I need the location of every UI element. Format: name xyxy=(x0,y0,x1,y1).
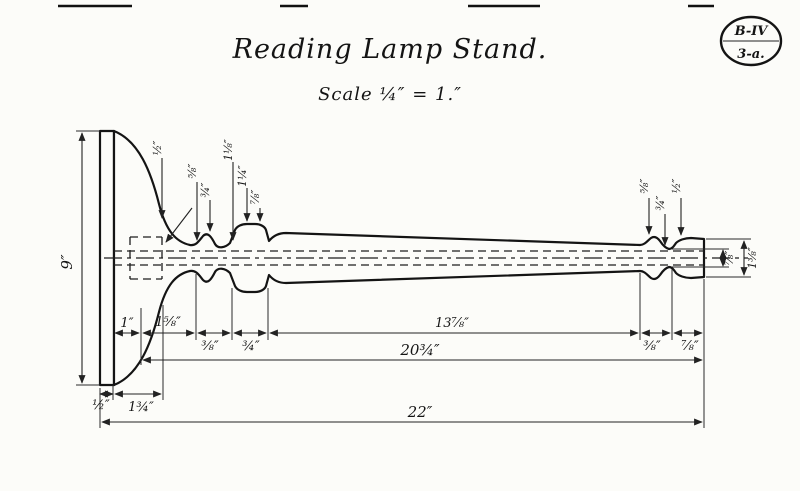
dim-chain-3: ¾″ xyxy=(242,339,260,354)
dim-chain-2: ⅜″ xyxy=(201,339,219,354)
dim-base-curve: 1¾″ xyxy=(128,400,154,415)
drawing-title: Reading Lamp Stand. xyxy=(232,34,548,65)
dim-overall-length: 22″ xyxy=(407,403,433,421)
hidden-lines xyxy=(104,207,748,280)
leader-line xyxy=(165,207,193,243)
title-block: B-IV 3-a. xyxy=(719,15,783,67)
dim-top-diameter-2: ¾″ xyxy=(199,182,212,198)
dim-top-diameter-4: 1¼″ xyxy=(236,164,249,187)
dim-top-diameter-5: ⅞″ xyxy=(249,189,262,205)
sheet-code-top: B-IV xyxy=(734,24,770,39)
dim-base-diameter: 9″ xyxy=(58,254,76,270)
dim-chain-1: 1⅝″ xyxy=(155,315,181,330)
dim-top-diameter-3: 1⅛″ xyxy=(222,138,235,161)
dim-top-diameter-0: ½″ xyxy=(151,140,164,156)
dim-right-diameter-0: ⅞″ xyxy=(723,250,736,266)
sheet-code-circle xyxy=(719,15,783,67)
sheet-code-bottom: 3-a. xyxy=(737,47,764,62)
dim-chain-0: 1″ xyxy=(120,316,133,331)
dim-length-to-cap: 20¾″ xyxy=(399,341,440,359)
dim-chain-5: ⅜″ xyxy=(643,339,661,354)
dim-chain-6: ⅞″ xyxy=(681,339,699,354)
dim-end-diameter-1: ¾″ xyxy=(654,195,667,211)
dim-base-thickness: ½″ xyxy=(92,398,110,413)
dim-end-diameter-2: ½″ xyxy=(670,178,683,194)
dimension-labels: 9″ ½″ ⅝″ ¾″ 1⅛″ 1¼″ ⅞″ ⅝″ ¾″ ½″ ⅞″ 1⅜″ 1… xyxy=(58,138,759,421)
drawing-scale-note: Scale ¼″ = 1.″ xyxy=(318,84,462,105)
dim-end-diameter-0: ⅝″ xyxy=(638,178,651,194)
dim-top-diameter-1: ⅝″ xyxy=(186,163,199,179)
dimension-lines xyxy=(76,130,751,428)
dim-right-diameter-1: 1⅜″ xyxy=(746,246,759,269)
dim-chain-4: 13⅞″ xyxy=(435,316,469,331)
